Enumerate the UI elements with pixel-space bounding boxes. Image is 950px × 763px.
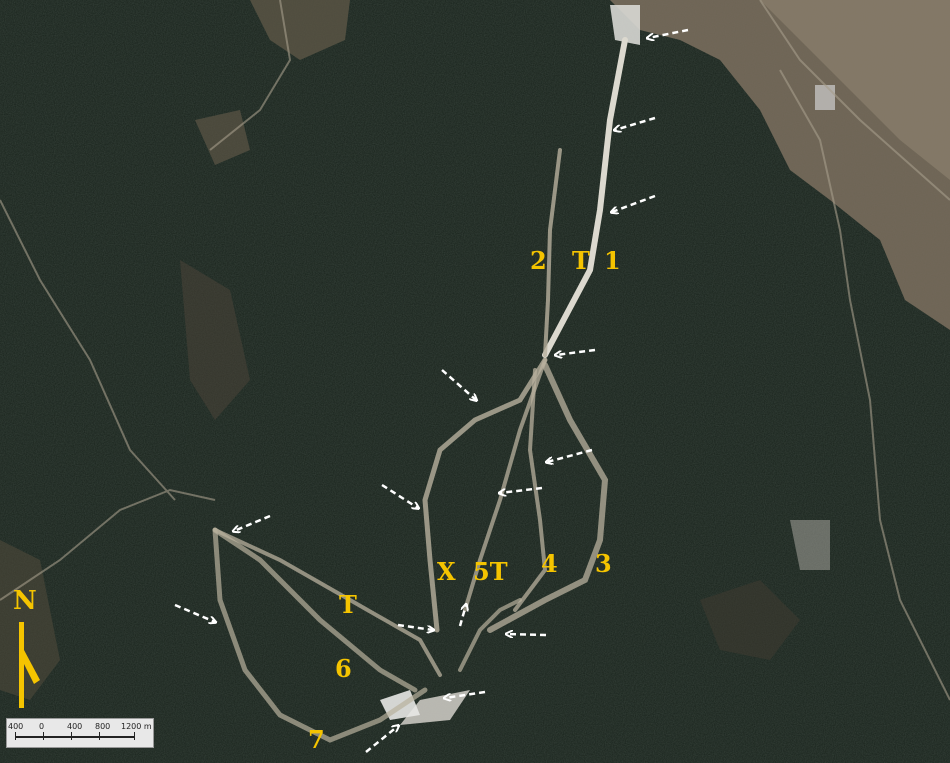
arrow-icon <box>500 486 543 493</box>
route-label-3: 3 <box>595 549 612 578</box>
scale-bar-tick <box>15 732 16 740</box>
scale-bar-tick <box>99 732 100 740</box>
route-label-5t: 5T <box>473 557 508 586</box>
open-terrain <box>0 0 950 725</box>
arrow-icon <box>507 634 547 635</box>
arrow-icon <box>547 448 593 462</box>
roads <box>0 0 950 701</box>
scale-tick-label: 400 <box>8 722 24 731</box>
route-label-1: 1 <box>604 246 621 275</box>
arrow-icon <box>648 28 689 38</box>
scale-bar-tick <box>43 732 44 740</box>
arrow-icon <box>445 690 486 698</box>
scale-bar: 400 0 400 800 1200 m <box>6 718 154 748</box>
arrow-icon <box>615 116 656 130</box>
scale-tick-label: 0 <box>39 722 45 731</box>
route-label-6: 6 <box>335 654 352 683</box>
arrow-icon <box>174 603 215 622</box>
route-label-t-west: T <box>339 590 357 619</box>
arrow-icon <box>365 726 398 753</box>
arrow-icon <box>612 194 656 212</box>
arrow-icon <box>381 483 418 508</box>
route-label-7: 7 <box>308 725 325 754</box>
scale-tick-label: 400 <box>67 722 83 731</box>
scale-bar-tick <box>134 732 135 740</box>
ski-runs <box>212 37 628 743</box>
arrow-icon <box>397 623 433 630</box>
arrow-icon <box>441 369 476 400</box>
north-label: N <box>13 586 37 616</box>
route-label-2: 2 <box>530 246 547 275</box>
arrow-icon <box>458 605 466 627</box>
arrow-icon <box>234 514 271 531</box>
arrows-group <box>174 28 689 753</box>
scale-bar-tick <box>71 732 72 740</box>
route-label-x: X <box>437 557 456 586</box>
scale-tick-label: 800 <box>95 722 111 731</box>
route-label-4: 4 <box>541 549 558 578</box>
arrow-icon <box>556 348 596 355</box>
scale-tick-label: 1200 m <box>121 722 152 731</box>
scale-bar-line <box>15 736 135 738</box>
scale-bar-labels: 400 0 400 800 1200 m <box>7 722 153 734</box>
north-arrow-icon <box>19 622 40 708</box>
route-label-t-top: T <box>572 246 590 275</box>
